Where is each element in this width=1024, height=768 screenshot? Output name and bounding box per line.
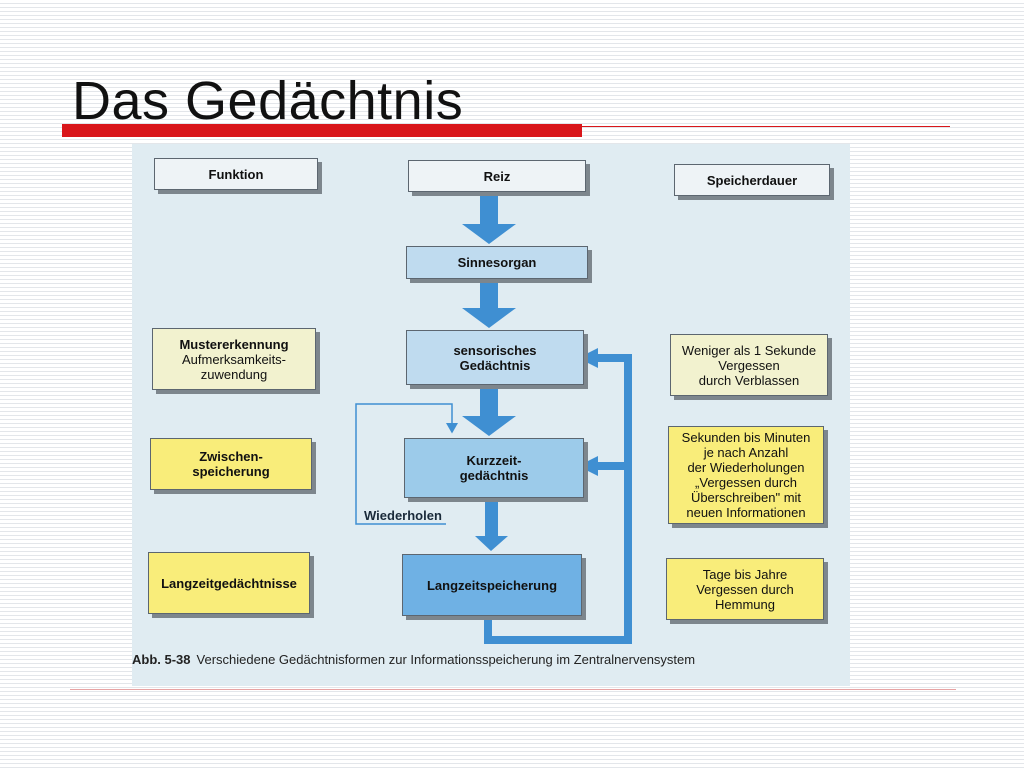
box-attention-line-2: zuwendung [200,366,268,382]
box-duration-long-term-line-1: Tage bis Jahre [702,566,788,582]
box-pattern-recognition: Mustererkennung Aufmerksamkeits- zuwendu… [152,328,316,390]
box-long-term-storage: Langzeitspeicherung [402,554,582,616]
arrow-feedback-head-shortterm [578,456,598,476]
box-duration-short-term-line-3: der Wiederholungen [687,460,805,475]
box-duration-sensory: Weniger als 1 Sekunde Vergessen durch Ve… [670,334,828,396]
memory-diagram-figure: Funktion Reiz Speicherdauer Sinnesorgan … [132,144,850,686]
box-duration-short-term-line-5: Überschreiben" mit [690,490,802,505]
box-duration-long-term: Tage bis Jahre Vergessen durch Hemmung [666,558,824,620]
box-sensory-memory-line-1: sensorisches [453,342,537,358]
box-sense-organ: Sinnesorgan [406,246,588,279]
box-intermediate-storage: Zwischen- speicherung [150,438,312,490]
box-duration-sensory-line-3: durch Verblassen [698,372,800,388]
box-sensory-memory-line-2: Gedächtnis [459,357,531,373]
arrow-sinnesorgan-to-sensory [462,280,516,328]
box-stimulus-label: Reiz [483,168,511,184]
box-attention-line-1: Aufmerksamkeits- [181,351,287,367]
box-short-term-memory: Kurzzeit- gedächtnis [404,438,584,498]
box-duration-sensory-line-2: Vergessen [718,357,780,373]
box-stimulus: Reiz [408,160,586,192]
figure-caption-text: Verschiedene Gedächtnisformen zur Inform… [196,652,696,667]
box-intermediate-storage-line-2: speicherung [192,464,270,479]
box-duration-short-term-line-6: neuen Informationen [686,505,806,520]
box-short-term-memory-line-2: gedächtnis [459,468,529,483]
column-header-duration: Speicherdauer [674,164,830,196]
arrow-feedback-loop [484,354,632,644]
arrow-reiz-to-sinnesorgan [462,194,516,244]
box-short-term-memory-line-1: Kurzzeit- [466,453,522,468]
arrow-shortterm-to-longterm [475,500,508,551]
arrow-sensory-to-shortterm [462,388,516,436]
box-duration-long-term-line-2: Vergessen durch [696,581,794,597]
footer-divider-line [70,689,956,690]
box-duration-long-term-line-3: Hemmung [715,596,775,612]
diagram-arrows [355,194,632,644]
box-pattern-recognition-title: Mustererkennung [179,336,289,352]
slide-title: Das Gedächtnis [72,71,464,131]
box-intermediate-storage-line-1: Zwischen- [199,449,263,464]
box-long-term-storage-label: Langzeitspeicherung [426,577,558,593]
figure-caption-label: Abb. 5-38 [132,652,191,667]
box-sensory-memory: sensorisches Gedächtnis [406,330,584,385]
rehearse-loop-line [355,403,458,525]
arrow-feedback-head-sensory [578,348,598,368]
column-header-duration-label: Speicherdauer [706,172,798,188]
box-duration-short-term: Sekunden bis Minuten je nach Anzahl der … [668,426,824,524]
box-duration-short-term-line-2: je nach Anzahl [703,445,789,460]
box-sense-organ-label: Sinnesorgan [457,255,537,270]
title-divider-line [582,126,950,127]
box-duration-sensory-line-1: Weniger als 1 Sekunde [681,342,817,358]
box-duration-short-term-line-1: Sekunden bis Minuten [681,430,811,445]
box-long-term-memories: Langzeitgedächtnisse [148,552,310,614]
box-duration-short-term-line-4: „Vergessen durch [695,475,797,490]
column-header-function-label: Funktion [208,166,264,182]
column-header-function: Funktion [154,158,318,190]
box-long-term-memories-label: Langzeitgedächtnisse [161,575,297,591]
figure-caption: Abb. 5-38 Verschiedene Gedächtnisformen z… [132,652,695,667]
rehearse-label: Wiederholen [362,508,444,523]
title-accent-bar [62,124,582,137]
